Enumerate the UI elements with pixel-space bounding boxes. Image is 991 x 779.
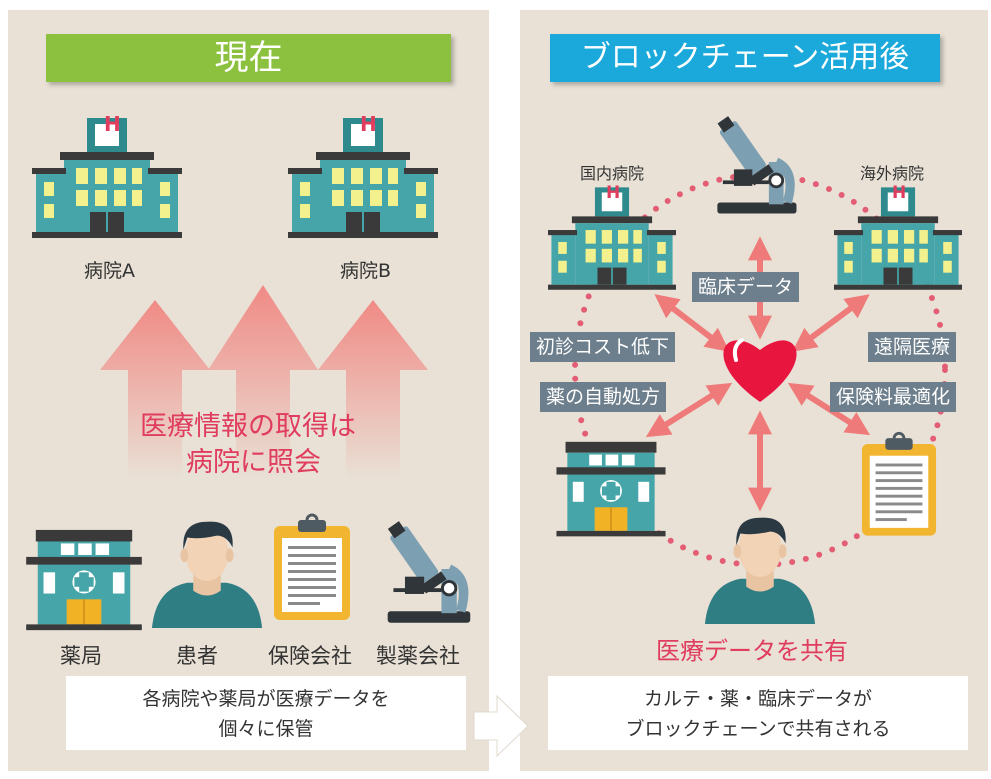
microscope-icon	[383, 518, 470, 623]
hospital-sign-domestic: H	[606, 183, 621, 203]
arrow-up-icon	[208, 285, 318, 480]
insurance-clipboard-icon	[272, 513, 352, 622]
arrow-up-icon	[318, 300, 428, 480]
tag-insurance-optimization: 保険料最適化	[830, 382, 957, 412]
hospital-b-icon	[288, 118, 438, 238]
blockchain-note-line2: ブロックチェーンで共有される	[625, 718, 891, 740]
tag-clinical-data: 臨床データ	[692, 272, 800, 302]
arrow-up-icon	[100, 300, 210, 480]
upward-arrows	[100, 285, 428, 480]
tag-auto-prescription: 薬の自動処方	[540, 382, 667, 412]
pharmacy-label: 薬局	[60, 644, 102, 668]
current-note-line1: 各病院や薬局が医療データを	[142, 688, 390, 710]
share-text: 医療データを共有	[656, 637, 848, 665]
current-note: 各病院や薬局が医療データを 個々に保管	[66, 676, 466, 750]
heart-highlight	[732, 338, 744, 362]
domestic-hospital-label: 国内病院	[580, 164, 645, 183]
patient-icon	[704, 517, 816, 624]
insurance-company-label: 保険会社	[268, 644, 352, 668]
patient-label: 患者	[176, 644, 218, 668]
query-text-line1: 医療情報の取得は	[140, 411, 356, 442]
pharmacy-icon	[556, 441, 666, 537]
blockchain-note-line1: カルテ・薬・臨床データが	[643, 688, 872, 710]
overseas-hospital-label: 海外病院	[860, 164, 925, 183]
hospital-sign-a: H	[104, 112, 121, 136]
insurance-clipboard-icon	[860, 431, 938, 538]
blockchain-note: カルテ・薬・臨床データが ブロックチェーンで共有される	[548, 676, 968, 750]
hospital-b-label: 病院B	[340, 260, 392, 282]
connection-arrows	[645, 236, 871, 512]
hospital-a-label: 病院A	[84, 260, 135, 282]
hospital-a-icon	[32, 118, 182, 238]
patient-icon	[151, 521, 263, 628]
right-arrow-icon	[473, 694, 529, 758]
heart-icon	[723, 340, 797, 402]
tag-first-visit-cost: 初診コスト低下	[530, 332, 676, 362]
hospital-sign-overseas: H	[892, 183, 907, 203]
pharma-company-label: 製薬会社	[376, 644, 460, 668]
query-text-line2: 病院に照会	[186, 447, 321, 478]
tag-remote-medical: 遠隔医療	[868, 332, 957, 362]
hospital-sign-b: H	[360, 112, 377, 136]
current-note-line2: 個々に保管	[218, 718, 314, 740]
blockchain-title: ブロックチェーン活用後	[550, 34, 940, 82]
current-title: 現在	[46, 34, 451, 82]
microscope-icon	[713, 113, 796, 214]
pharmacy-icon	[26, 529, 142, 631]
